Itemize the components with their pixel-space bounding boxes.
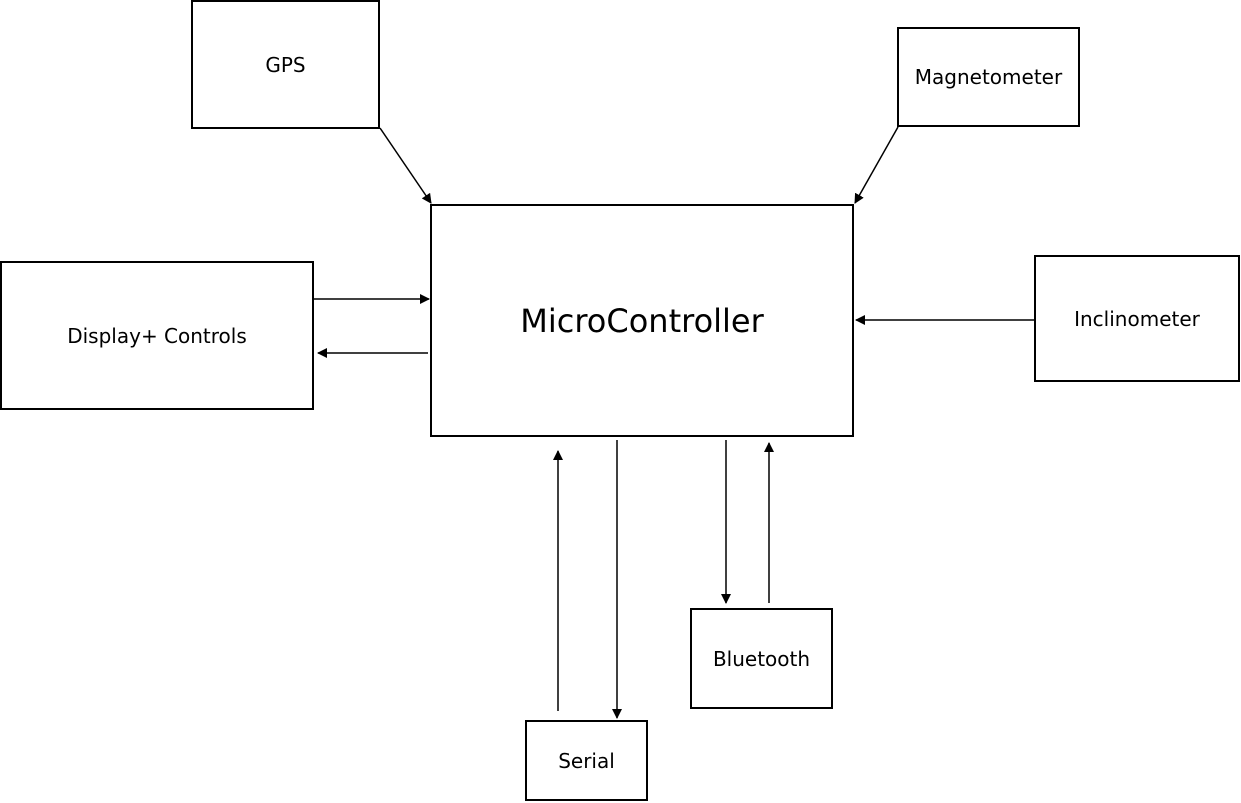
arrow-gps-to-microcontroller [379, 127, 432, 204]
bluetooth-node: Bluetooth [690, 608, 833, 709]
gps-node: GPS [191, 0, 380, 129]
bluetooth-label: Bluetooth [712, 646, 811, 671]
microcontroller-node: MicroController [430, 204, 854, 437]
serial-label: Serial [558, 748, 615, 773]
serial-node: Serial [525, 720, 648, 801]
gps-label: GPS [265, 52, 306, 77]
display-controls-label: Display+ Controls [67, 323, 247, 348]
microcontroller-label: MicroController [520, 301, 764, 340]
magnetometer-label: Magnetometer [914, 65, 1063, 89]
inclinometer-label: Inclinometer [1074, 306, 1200, 331]
magnetometer-node: Magnetometer [897, 27, 1080, 127]
arrow-magnetometer-to-microcontroller [854, 126, 899, 204]
inclinometer-node: Inclinometer [1034, 255, 1240, 382]
display-controls-node: Display+ Controls [0, 261, 314, 410]
